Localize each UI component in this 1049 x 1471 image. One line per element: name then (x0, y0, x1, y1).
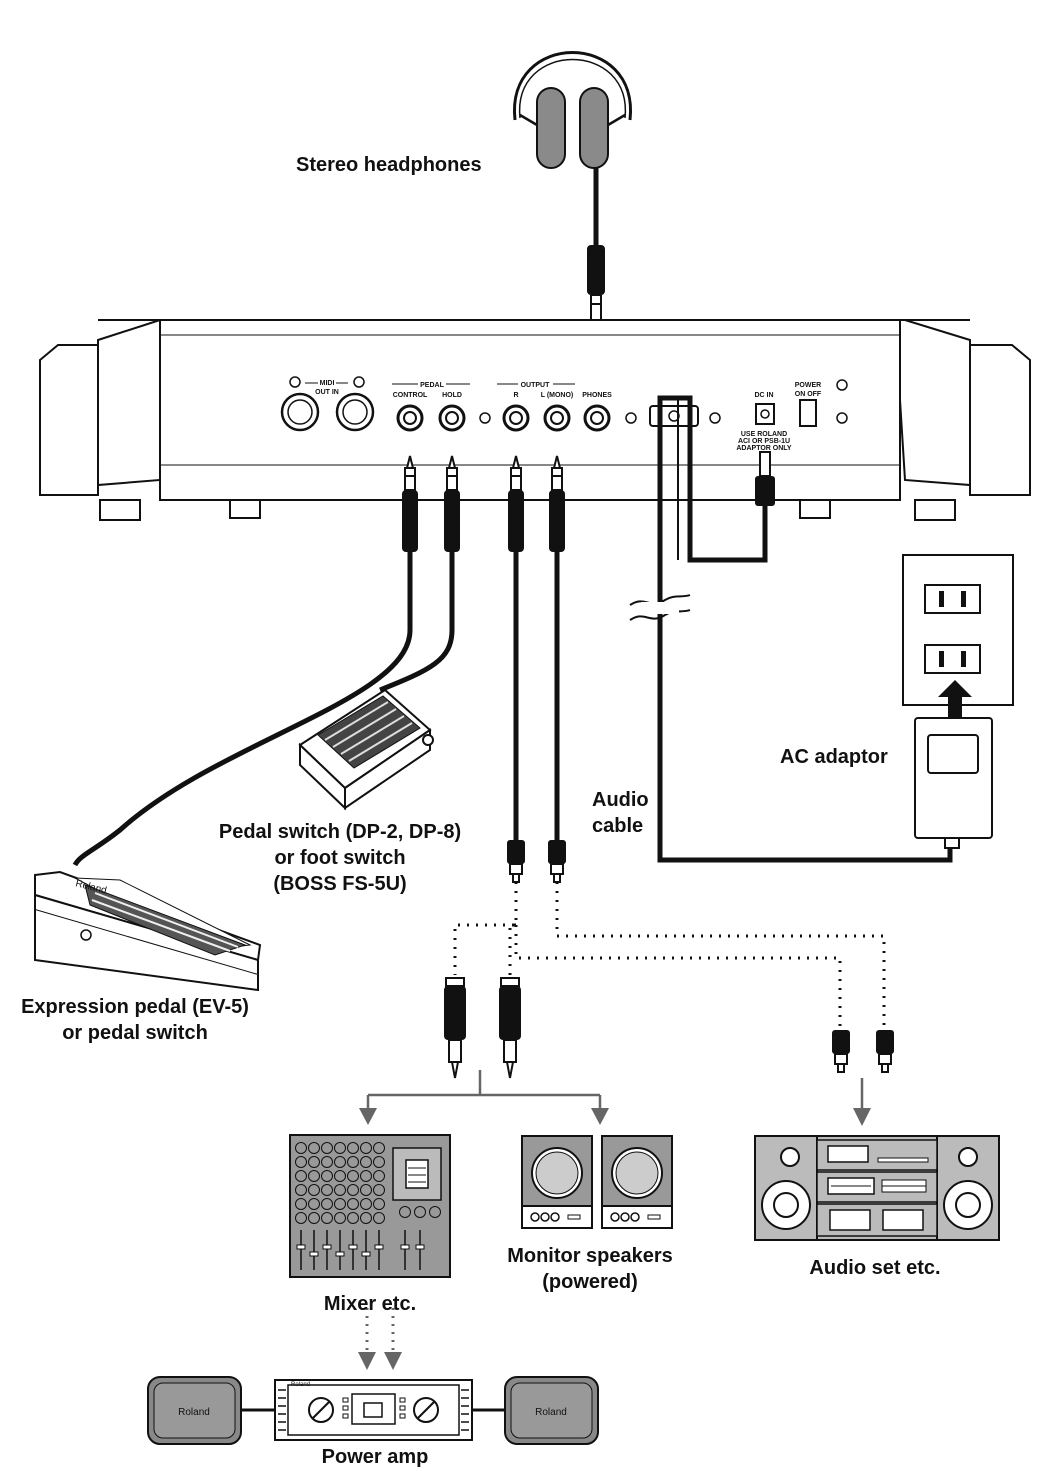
pedal-switch-icon (298, 688, 434, 811)
power-switch (799, 399, 817, 427)
output-l-label: L (MONO) (541, 392, 574, 399)
brand-logo-text: Roland (535, 1407, 567, 1418)
pedal-switch-line-1: Pedal switch (DP-2, DP-8) (218, 821, 462, 843)
monitor-speakers-line-2: (powered) (542, 1271, 638, 1293)
keyboard-rear-panel: MIDI OUT IN PEDAL CONTROL HOLD OUTPUT R … (39, 319, 1031, 521)
expression-pedal-label: Expression pedal (EV-5) or pedal switch (0, 994, 270, 1046)
ac-adaptor-assembly (629, 395, 1014, 863)
power-amp-icon: Roland Roland Roland (147, 1376, 599, 1445)
ac-adaptor-label: AC adaptor (780, 746, 888, 768)
mixer-icon (289, 1134, 451, 1278)
audio-cable-line-2: cable (592, 815, 644, 837)
monitor-speakers-label: Monitor speakers (powered) (490, 1243, 690, 1295)
output-cables (444, 455, 894, 1079)
dc-in-label: DC IN (754, 392, 773, 399)
midi-label: MIDI (320, 380, 335, 387)
expression-pedal-line-1: Expression pedal (EV-5) (21, 996, 249, 1018)
midi-ports-label: OUT IN (315, 389, 339, 396)
pedal-switch-label: Pedal switch (DP-2, DP-8) or foot switch… (195, 819, 485, 897)
monitor-speakers-icon (521, 1135, 673, 1229)
pedal-cables (72, 455, 461, 867)
headphones-label: Stereo headphones (296, 154, 482, 176)
brand-logo-text: Roland (178, 1407, 210, 1418)
brand-logo-text: Roland (291, 1382, 310, 1388)
adaptor-note-1: USE ROLAND (741, 431, 787, 438)
audio-set-icon (754, 1135, 1000, 1241)
expression-pedal-line-2: or pedal switch (62, 1022, 208, 1044)
wall-outlet-icon (902, 554, 1014, 706)
power-states-label: ON OFF (795, 391, 822, 398)
audio-cable-label: Audio cable (592, 787, 649, 839)
rca-pair-to-audio-set (832, 1030, 894, 1073)
expression-pedal-icon: Roland (34, 870, 262, 992)
audio-set-label: Audio set etc. (809, 1257, 941, 1279)
mixer-label: Mixer etc. (323, 1293, 417, 1315)
output-r-label: R (513, 392, 518, 399)
hold-label: HOLD (442, 392, 462, 399)
control-label: CONTROL (393, 392, 428, 399)
pedal-switch-line-3: (BOSS FS-5U) (273, 873, 407, 895)
monitor-speakers-line-1: Monitor speakers (507, 1245, 673, 1267)
adaptor-note-2: ACI OR PSB-1U (738, 438, 790, 445)
output-label: OUTPUT (521, 382, 551, 389)
power-amp-label: Power amp (321, 1446, 429, 1468)
pedal-switch-line-2: or foot switch (274, 847, 406, 869)
jack-pair-to-mixer (444, 977, 521, 1079)
headphones-icon (513, 51, 632, 336)
pedal-label: PEDAL (420, 382, 444, 389)
audio-cable-line-1: Audio (592, 789, 649, 811)
phones-label: PHONES (582, 392, 612, 399)
power-label: POWER (795, 382, 821, 389)
destination-arrows (358, 1070, 871, 1370)
adaptor-note-3: ADAPTOR ONLY (736, 445, 792, 452)
